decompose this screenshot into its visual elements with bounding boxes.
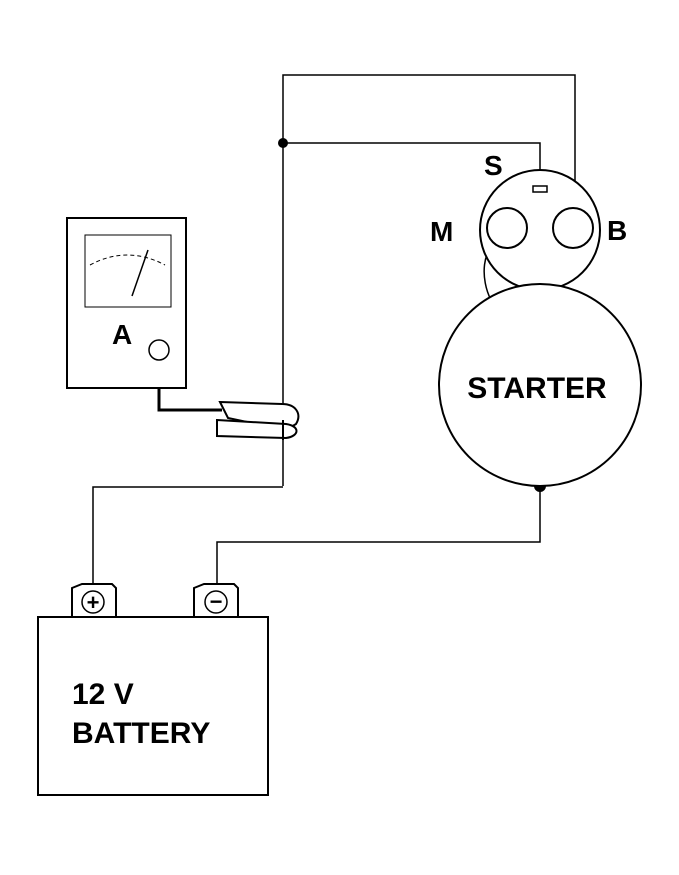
- ammeter-label: A: [112, 319, 132, 350]
- terminal-m-label: M: [430, 216, 453, 247]
- terminal-b: [552, 207, 594, 249]
- starter-motor: STARTER S M B: [430, 150, 642, 487]
- terminal-b-label: B: [607, 215, 627, 246]
- battery-voltage-label: 12 V: [72, 678, 134, 711]
- wire-to-b-terminal: [282, 74, 576, 486]
- terminal-m: [486, 207, 528, 249]
- inductive-clamp: [216, 400, 300, 440]
- ammeter-needle: [131, 249, 149, 297]
- terminal-s-label: S: [484, 150, 503, 181]
- positive-terminal-icon: [81, 590, 105, 614]
- negative-terminal-icon: [204, 590, 228, 614]
- starter-label: STARTER: [467, 372, 607, 405]
- ammeter-terminal-jack: [148, 339, 170, 361]
- ammeter-body: [66, 217, 187, 389]
- positive-symbol: +: [87, 590, 100, 615]
- negative-symbol: −: [210, 589, 223, 614]
- wire-battery-positive: [92, 486, 283, 585]
- starter-body: [438, 283, 642, 487]
- ammeter: A: [66, 217, 187, 389]
- ammeter-scale-arc: [89, 254, 166, 266]
- junction-dot-top: [278, 138, 288, 148]
- ammeter-dial-window: [84, 234, 172, 308]
- terminal-s: [532, 185, 548, 193]
- battery: + − 12 V BATTERY: [37, 583, 269, 796]
- wire-battery-negative: [216, 486, 541, 585]
- battery-body: [37, 616, 269, 796]
- battery-name-label: BATTERY: [72, 717, 210, 750]
- clamp-jaw-lower: [216, 418, 298, 440]
